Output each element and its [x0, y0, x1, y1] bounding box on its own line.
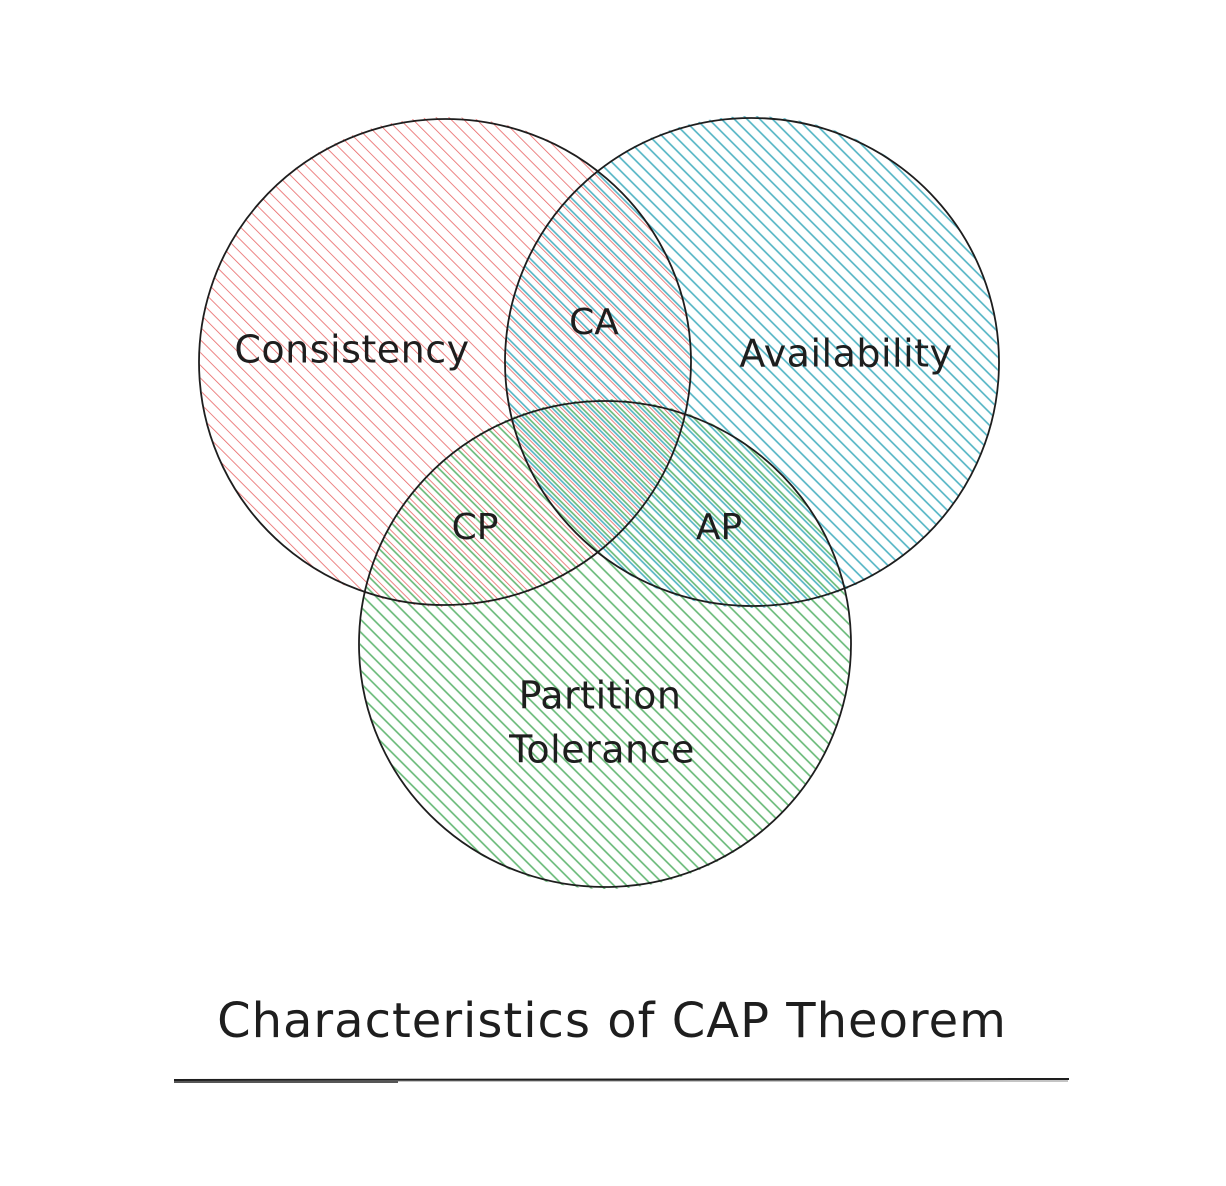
partition-tolerance-circle: [360, 399, 850, 889]
diagram-title: Characteristics of CAP Theorem: [217, 993, 1007, 1049]
partition-label-line1: Partition: [519, 674, 682, 718]
partition-label-line2: Tolerance: [508, 728, 695, 772]
ca-intersection-label: CA: [569, 302, 619, 343]
ap-intersection-label: AP: [696, 507, 742, 548]
cp-intersection-label: CP: [452, 507, 499, 548]
circle-outlines: [198, 117, 1000, 888]
title-underline: [173, 1078, 1070, 1083]
consistency-label: Consistency: [234, 328, 469, 372]
availability-label: Availability: [739, 332, 952, 376]
